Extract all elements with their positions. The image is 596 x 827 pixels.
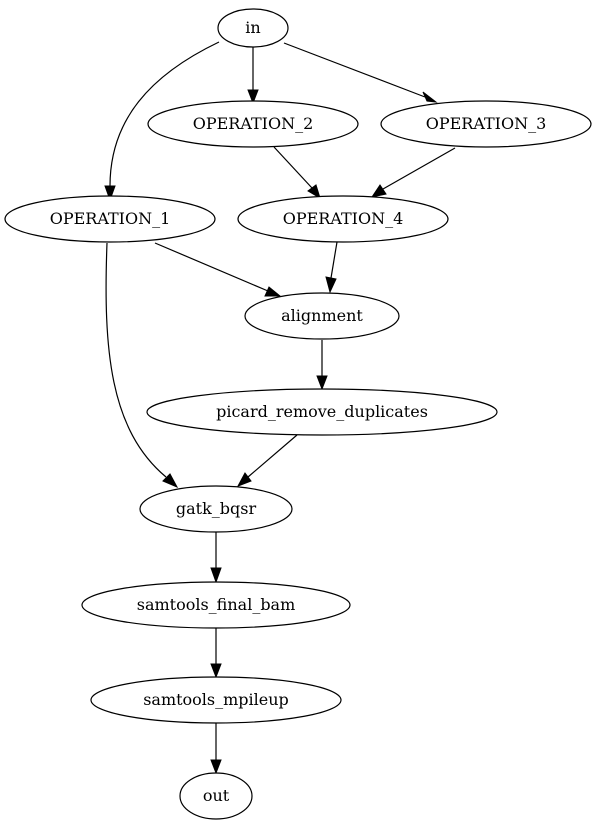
edge-line — [382, 147, 456, 190]
edge-line — [247, 434, 298, 478]
node-ellipse — [146, 388, 498, 436]
node-gatk: gatk_bqsr — [139, 485, 293, 533]
edge-picard-to-gatk — [236, 434, 298, 487]
arrow-head-icon — [370, 184, 387, 198]
node-ellipse — [217, 8, 289, 48]
arrow-head-icon — [325, 276, 337, 294]
node-label: samtools_final_bam — [137, 595, 296, 614]
node-alignment: alignment — [244, 292, 400, 340]
node-label: out — [203, 786, 230, 805]
arrow-head-icon — [210, 759, 222, 775]
node-op2: OPERATION_2 — [147, 100, 359, 148]
edge-op2-to-op4 — [273, 146, 321, 200]
edge-gatk-to-samtools_bam — [210, 532, 222, 584]
node-label: OPERATION_1 — [50, 209, 171, 228]
edge-samtools_bam-to-samtools_mpileup — [210, 628, 222, 679]
arrow-head-icon — [104, 185, 116, 202]
arrow-head-icon — [307, 184, 321, 200]
edge-line — [273, 146, 313, 189]
arrow-head-icon — [162, 473, 179, 489]
edge-op1-to-gatk — [105, 242, 179, 489]
arrow-head-icon — [210, 663, 222, 679]
node-label: OPERATION_3 — [426, 114, 547, 133]
node-ellipse — [147, 100, 359, 148]
node-label: gatk_bqsr — [176, 499, 257, 518]
node-ellipse — [139, 485, 293, 533]
node-ellipse — [81, 581, 351, 629]
edge-line — [109, 41, 220, 187]
node-out: out — [179, 772, 253, 820]
arrow-head-icon — [210, 567, 222, 584]
edge-op1-to-alignment — [154, 242, 282, 297]
arrow-head-icon — [264, 286, 282, 297]
node-ellipse — [179, 772, 253, 820]
node-samtools_mpileup: samtools_mpileup — [90, 676, 342, 724]
edge-op3-to-op4 — [370, 147, 456, 198]
node-label: samtools_mpileup — [143, 690, 289, 709]
edge-in-to-op2 — [247, 47, 259, 105]
node-label: OPERATION_4 — [283, 209, 404, 228]
node-ellipse — [237, 195, 449, 243]
arrow-head-icon — [236, 472, 252, 487]
arrow-head-icon — [316, 375, 328, 391]
node-picard: picard_remove_duplicates — [146, 388, 498, 436]
node-label: picard_remove_duplicates — [216, 402, 428, 421]
node-op3: OPERATION_3 — [380, 100, 592, 148]
edge-line — [105, 242, 167, 478]
edge-op4-to-alignment — [325, 241, 338, 294]
arrow-head-icon — [422, 91, 438, 103]
node-op1: OPERATION_1 — [4, 195, 216, 243]
node-op4: OPERATION_4 — [237, 195, 449, 243]
edge-samtools_mpileup-to-out — [210, 723, 222, 775]
node-ellipse — [244, 292, 400, 340]
node-label: in — [245, 18, 260, 37]
edge-line — [154, 242, 269, 292]
node-samtools_bam: samtools_final_bam — [81, 581, 351, 629]
edge-in-to-op3 — [283, 42, 438, 103]
node-label: OPERATION_2 — [193, 114, 314, 133]
node-in: in — [217, 8, 289, 48]
arrow-head-icon — [247, 89, 259, 105]
edges — [104, 41, 456, 775]
edge-alignment-to-picard — [316, 340, 328, 391]
edge-line — [283, 42, 426, 98]
edge-line — [330, 241, 338, 279]
node-label: alignment — [281, 306, 363, 325]
edge-in-to-op1 — [104, 41, 220, 202]
node-ellipse — [380, 100, 592, 148]
node-ellipse — [4, 195, 216, 243]
node-ellipse — [90, 676, 342, 724]
